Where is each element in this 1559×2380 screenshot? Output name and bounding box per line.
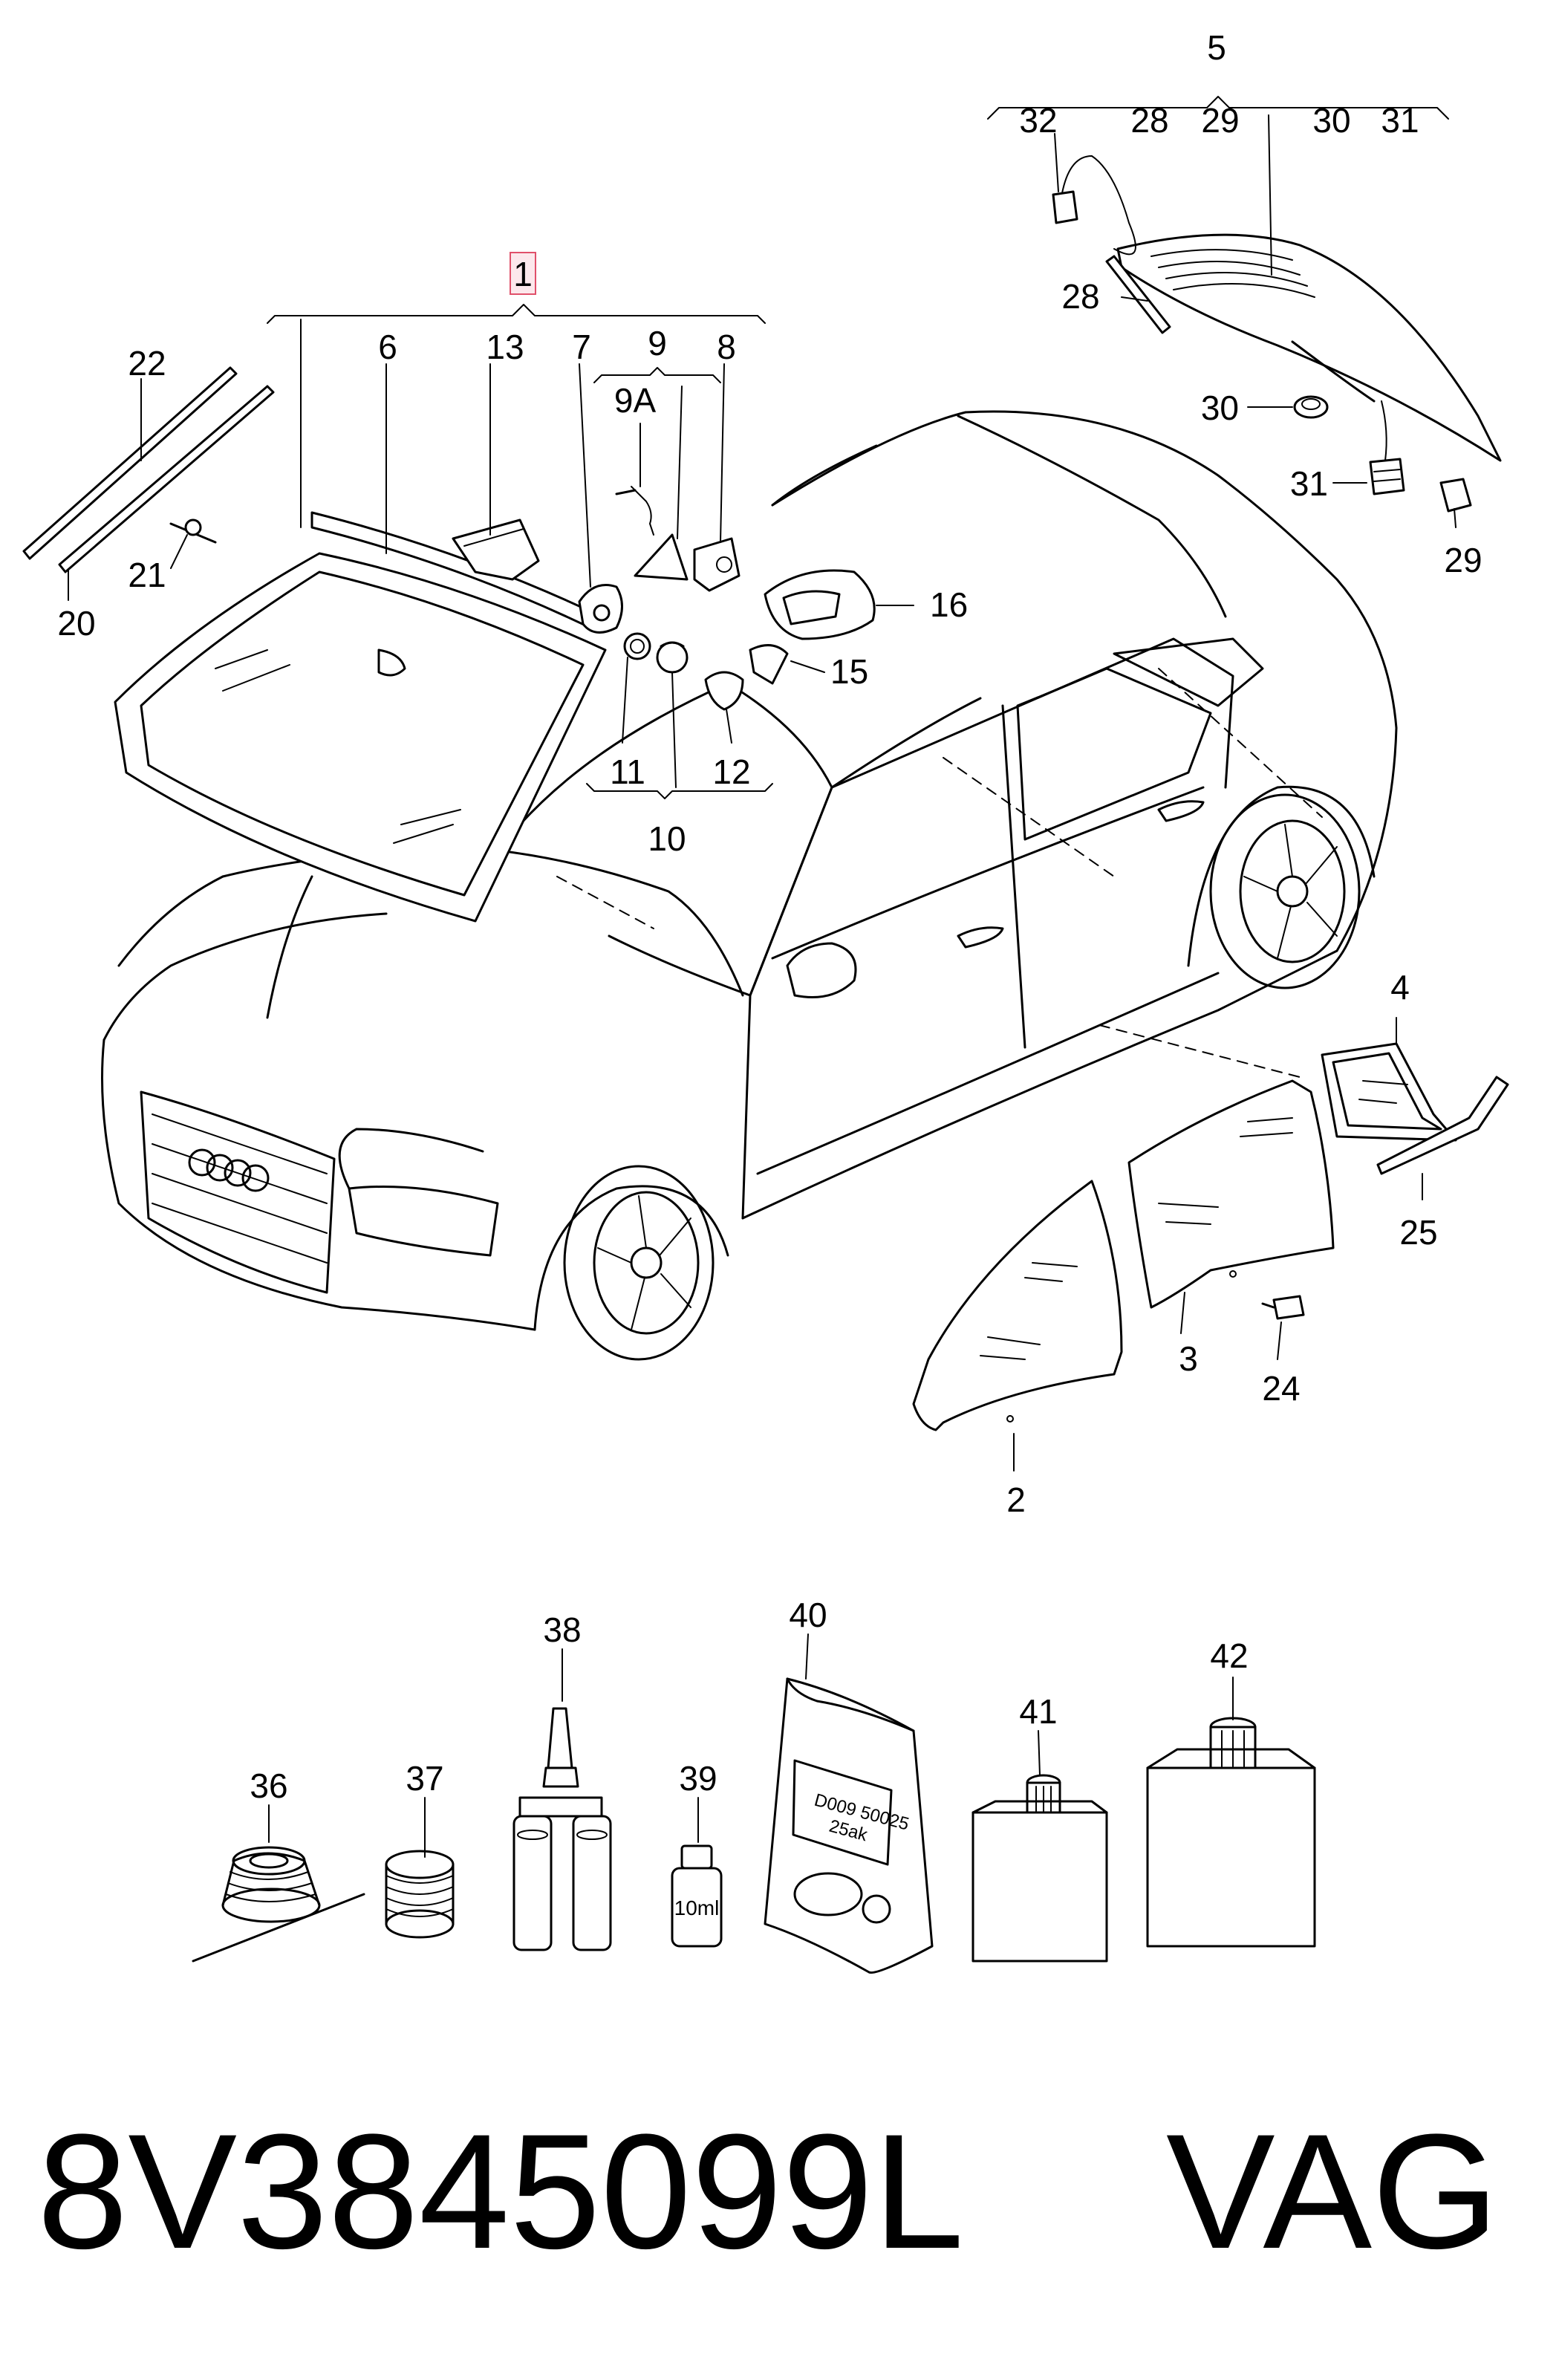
front-door-glass-2 [912, 1180, 1123, 1431]
vial-39: 10ml [671, 1844, 723, 1948]
quarter-glass-4 [1321, 1042, 1457, 1142]
brand-name: VAG [1166, 2100, 1500, 2283]
callout-6: 6 [378, 328, 397, 366]
cover-15 [749, 644, 789, 685]
clip-7 [578, 584, 623, 634]
footer-caption: 8V3845099L VAG [37, 2095, 1523, 2288]
callout-3: 3 [1179, 1339, 1198, 1378]
callout-28-top: 28 [1130, 101, 1168, 140]
callout-21: 21 [128, 556, 166, 594]
callout-24: 24 [1262, 1369, 1300, 1408]
callout-31: 31 [1290, 464, 1328, 503]
grommet-30 [1293, 395, 1329, 419]
callout-labels: 1 6 13 7 9 8 9A 16 15 11 12 10 22 21 20 … [57, 28, 1482, 1805]
callout-30-top: 30 [1312, 101, 1350, 140]
callout-15: 15 [830, 652, 868, 691]
ring-11 [623, 632, 651, 660]
callout-32: 32 [1019, 101, 1057, 140]
callout-8: 8 [717, 328, 736, 366]
rear-window-glass [1105, 233, 1502, 462]
seal-25 [1376, 1076, 1509, 1175]
callout-36: 36 [250, 1766, 287, 1805]
callout-39: 39 [679, 1759, 717, 1798]
windshield-glass [114, 511, 607, 923]
callout-38: 38 [543, 1610, 581, 1649]
sensor-housing-8 [693, 537, 741, 592]
callout-1: 1 [513, 255, 533, 293]
callout-28: 28 [1061, 277, 1099, 316]
pouch-40: D009 50025 25ak [764, 1677, 934, 1974]
callout-42: 42 [1210, 1636, 1248, 1675]
rear-door-glass-3 [1127, 1079, 1335, 1309]
leader-lines [68, 96, 1457, 1858]
car-illustration [101, 410, 1398, 1361]
sensor-9a [615, 486, 689, 581]
callout-16: 16 [930, 585, 968, 624]
cap-29 [1439, 478, 1472, 513]
front-wheel [533, 1165, 729, 1361]
mirror-base-13 [452, 518, 540, 581]
callout-41: 41 [1019, 1692, 1057, 1731]
callout-29-top: 29 [1201, 101, 1239, 140]
callout-10: 10 [648, 819, 686, 858]
brand-rings-logo [188, 1148, 270, 1192]
callout-12: 12 [712, 752, 750, 791]
trim-strip-20 [22, 366, 238, 560]
callout-25: 25 [1399, 1213, 1437, 1252]
cartridge-38 [512, 1707, 612, 1951]
canister-42 [1146, 1717, 1316, 1948]
clip-21 [169, 518, 217, 544]
bottle-41 [971, 1774, 1108, 1963]
callout-2: 2 [1006, 1480, 1026, 1519]
callout-5: 5 [1207, 28, 1226, 67]
holder-12 [704, 671, 744, 711]
callout-11: 11 [610, 752, 645, 791]
callout-4: 4 [1390, 968, 1410, 1007]
cover-16 [764, 569, 876, 640]
part-number: 8V3845099L [37, 2100, 964, 2283]
callout-20: 20 [57, 604, 95, 643]
callout-9: 9 [648, 324, 667, 362]
vial-label: 10ml [674, 1896, 720, 1919]
callout-40: 40 [789, 1596, 827, 1634]
callout-22: 22 [128, 344, 166, 383]
callout-13: 13 [486, 328, 524, 366]
cap-10 [656, 641, 689, 674]
callout-30: 30 [1201, 388, 1239, 427]
callout-29: 29 [1444, 541, 1482, 579]
callout-1-highlight [510, 252, 536, 295]
trim-strip-22 [58, 385, 275, 573]
connector-31 [1369, 400, 1405, 495]
callout-7: 7 [572, 328, 591, 366]
sealing-cord-36 [192, 1846, 365, 1963]
callout-31-top: 31 [1381, 101, 1419, 140]
bolt-24 [1261, 1295, 1305, 1320]
rear-wheel [1187, 785, 1376, 989]
sealing-coil-37 [385, 1850, 455, 1939]
callout-37: 37 [406, 1759, 443, 1798]
callout-9a: 9A [614, 381, 657, 420]
connector-32 [1052, 155, 1136, 256]
